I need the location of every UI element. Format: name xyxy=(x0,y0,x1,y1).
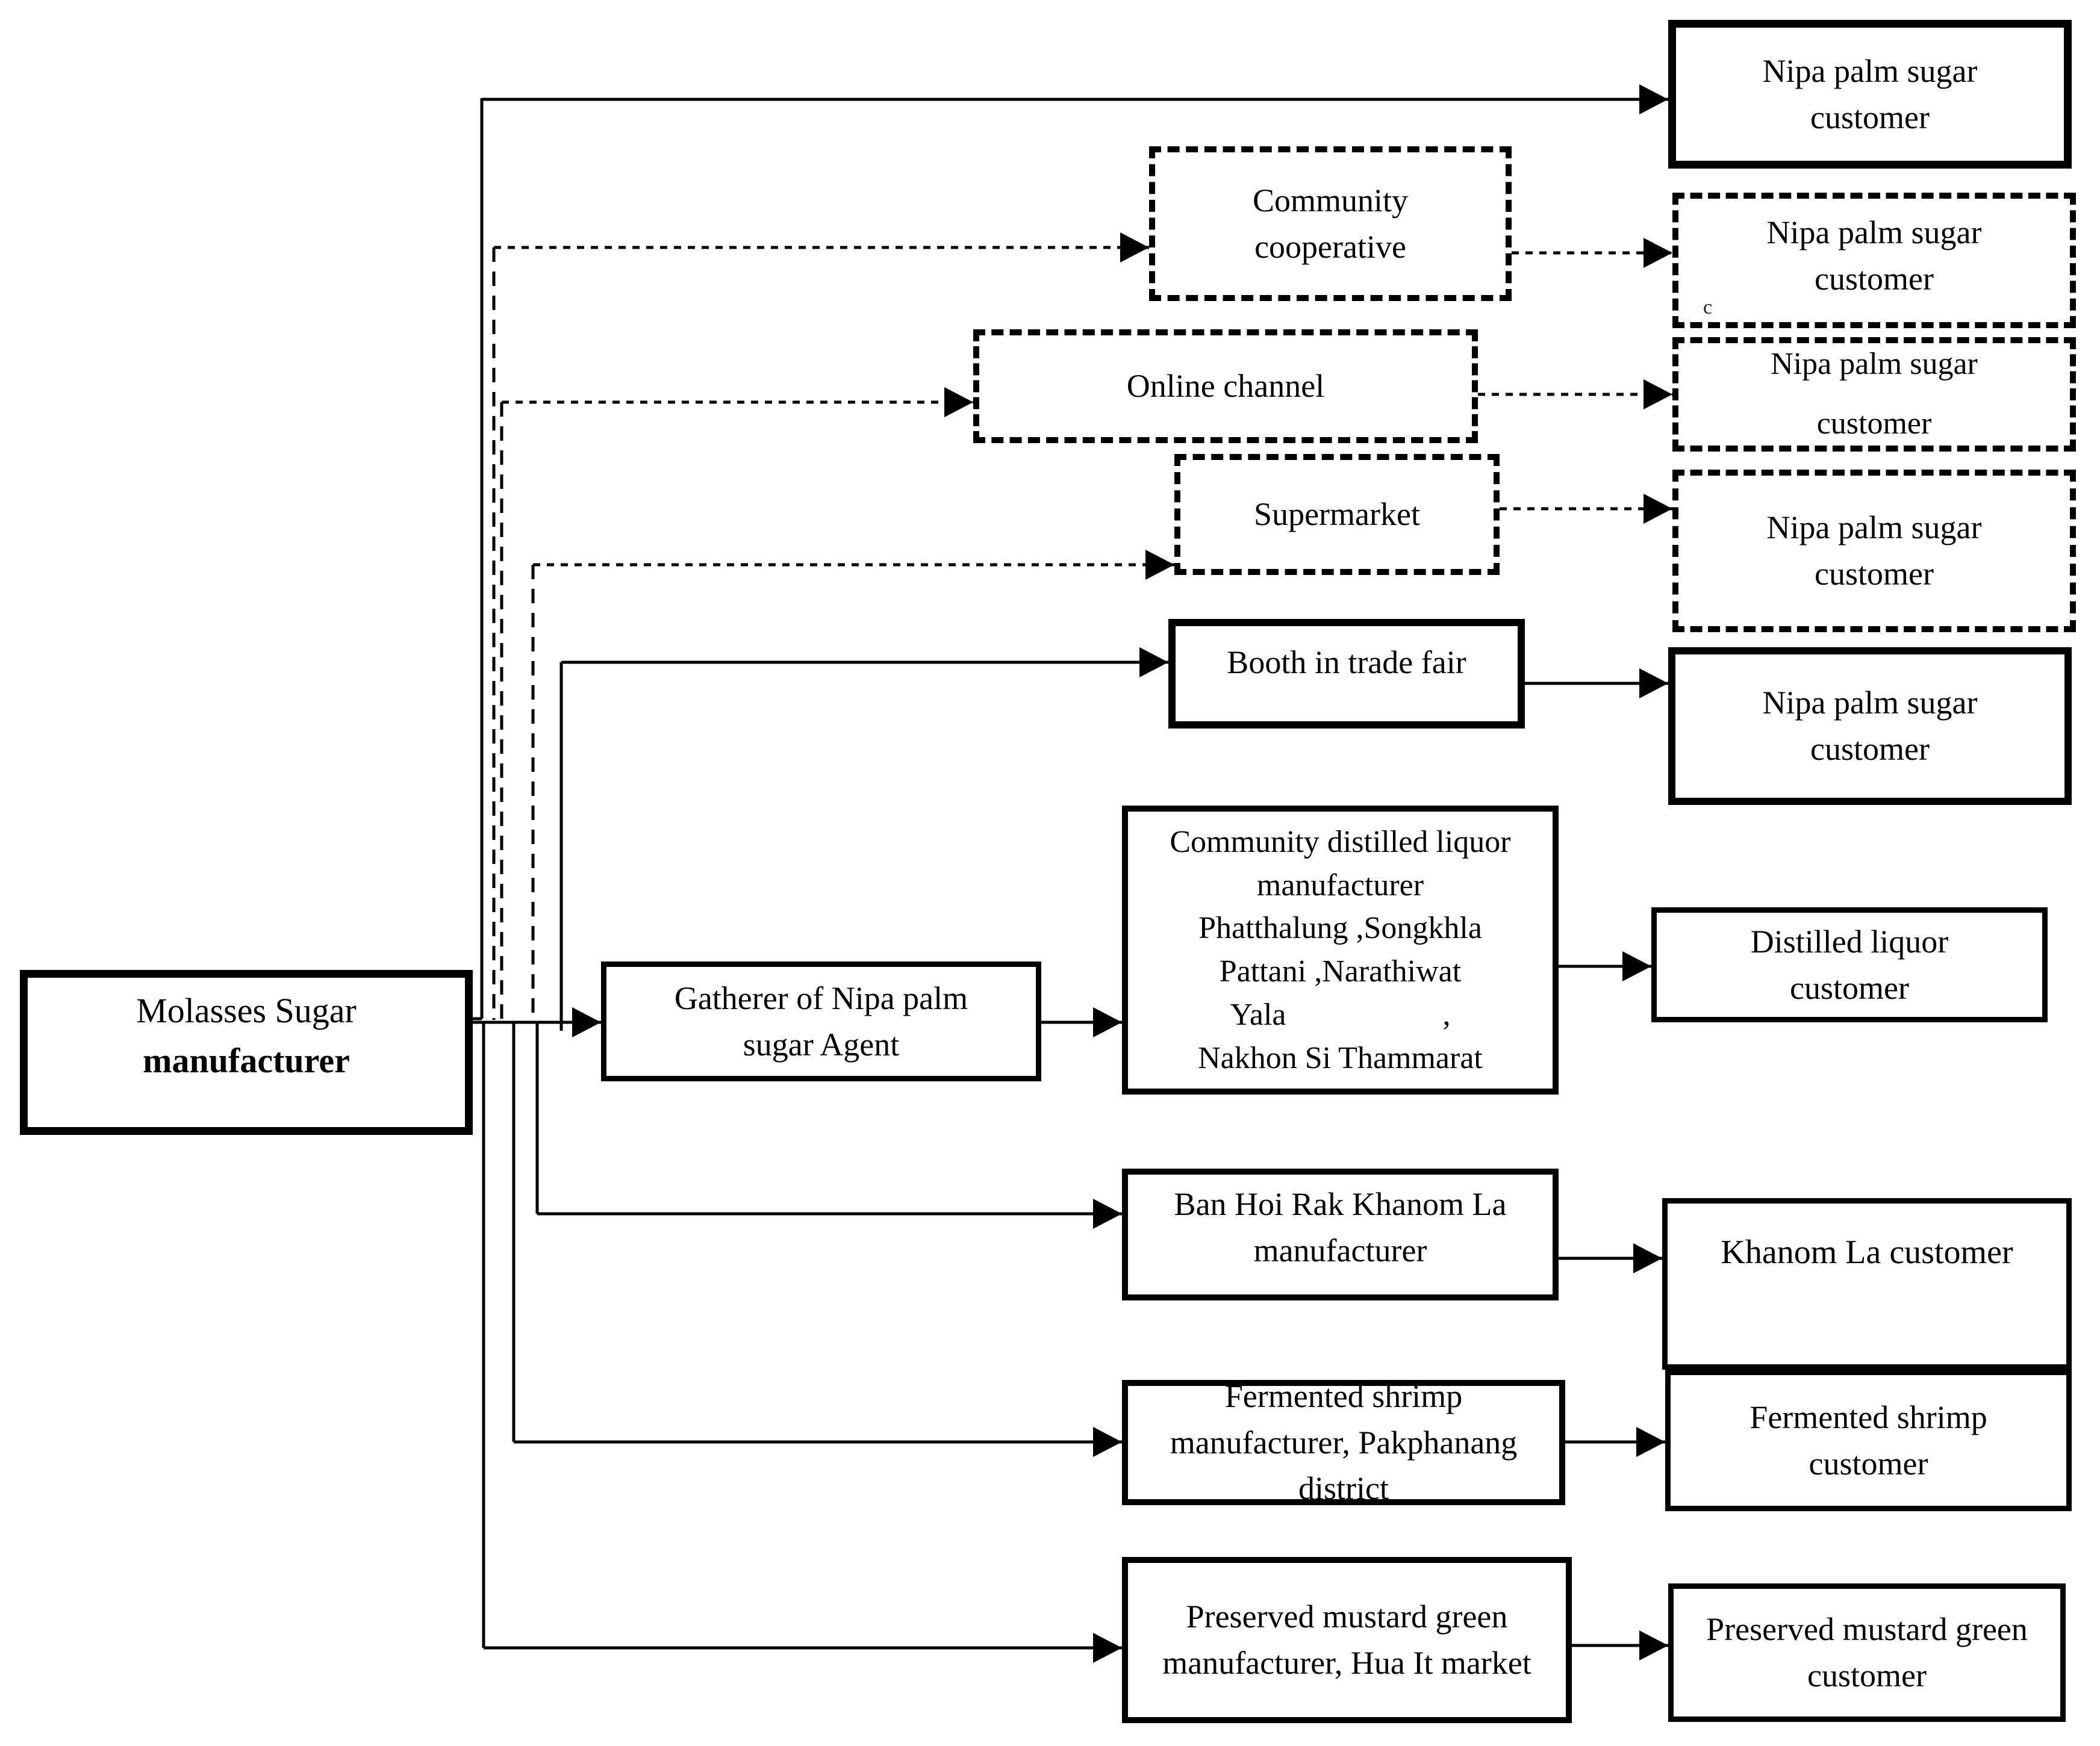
node-ban-hoi-rak-khanom-la-manufacturer: Ban Hoi Rak Khanom La manufacturer xyxy=(1122,1169,1559,1300)
node-booth-in-trade-fair: Booth in trade fair xyxy=(1168,619,1525,729)
molasses-label-line2: manufacturer xyxy=(143,1040,350,1080)
node-nipa-palm-sugar-customer-2: Nipa palm sugar customer xyxy=(1672,193,2076,328)
node-nipa-palm-sugar-customer-5: Nipa palm sugar customer xyxy=(1668,647,2072,805)
booth-label: Booth in trade fair xyxy=(1227,644,1466,680)
community-cooperative-label: Community cooperative xyxy=(1252,182,1409,265)
node-gatherer-of-nipa-palm-sugar-agent: Gatherer of Nipa palm sugar Agent xyxy=(601,962,1041,1081)
fermented-manufacturer-label: Fermented shrimp manufacturer, Pakphanan… xyxy=(1170,1378,1518,1507)
node-nipa-palm-sugar-customer-1: Nipa palm sugar customer xyxy=(1668,20,2072,169)
supermarket-label: Supermarket xyxy=(1254,496,1420,533)
node-molasses-sugar-manufacturer: Molasses Sugar manufacturer xyxy=(20,970,473,1135)
nipa-customer-4-label: Nipa palm sugar customer xyxy=(1766,509,1982,592)
liquor-manufacturer-label: Community distilled liquor manufacturer … xyxy=(1170,824,1511,1075)
node-supermarket: Supermarket xyxy=(1174,454,1500,575)
node-community-cooperative: Community cooperative xyxy=(1149,146,1512,301)
online-channel-label: Online channel xyxy=(1126,368,1325,405)
node-fermented-shrimp-customer: Fermented shrimp customer xyxy=(1665,1370,2072,1511)
nipa-customer-3-label: Nipa palm sugar customer xyxy=(1771,347,1978,441)
node-nipa-palm-sugar-customer-4: Nipa palm sugar customer xyxy=(1672,470,2076,632)
khanom-customer-label: Khanom La customer xyxy=(1721,1234,2013,1271)
nipa-customer-5-label: Nipa palm sugar customer xyxy=(1762,685,1978,767)
ban-hoi-rak-label: Ban Hoi Rak Khanom La manufacturer xyxy=(1174,1185,1507,1269)
node-preserved-mustard-green-manufacturer: Preserved mustard green manufacturer, Hu… xyxy=(1122,1557,1572,1723)
stray-mark: c xyxy=(1703,296,1713,318)
node-preserved-mustard-green-customer: Preserved mustard green customer xyxy=(1668,1583,2066,1722)
node-community-distilled-liquor-manufacturer: Community distilled liquor manufacturer … xyxy=(1122,806,1559,1095)
gatherer-label: Gatherer of Nipa palm sugar Agent xyxy=(674,980,968,1063)
node-fermented-shrimp-manufacturer: Fermented shrimp manufacturer, Pakphanan… xyxy=(1122,1378,1565,1506)
preserved-manufacturer-label: Preserved mustard green manufacturer, Hu… xyxy=(1162,1598,1531,1681)
node-online-channel: Online channel xyxy=(973,329,1478,443)
distilled-customer-label: Distilled liquor customer xyxy=(1750,923,1949,1006)
nipa-customer-1-label: Nipa palm sugar customer xyxy=(1762,52,1978,135)
node-nipa-palm-sugar-customer-3: Nipa palm sugar customer xyxy=(1672,337,2076,452)
nipa-customer-2-label: Nipa palm sugar customer xyxy=(1766,214,1982,297)
fermented-customer-label: Fermented shrimp customer xyxy=(1749,1399,1987,1482)
node-khanom-la-customer: Khanom La customer xyxy=(1662,1198,2072,1370)
preserved-customer-label: Preserved mustard green customer xyxy=(1706,1611,2028,1694)
node-distilled-liquor-customer: Distilled liquor customer xyxy=(1651,907,2048,1022)
molasses-label-line1: Molasses Sugar xyxy=(136,991,357,1031)
